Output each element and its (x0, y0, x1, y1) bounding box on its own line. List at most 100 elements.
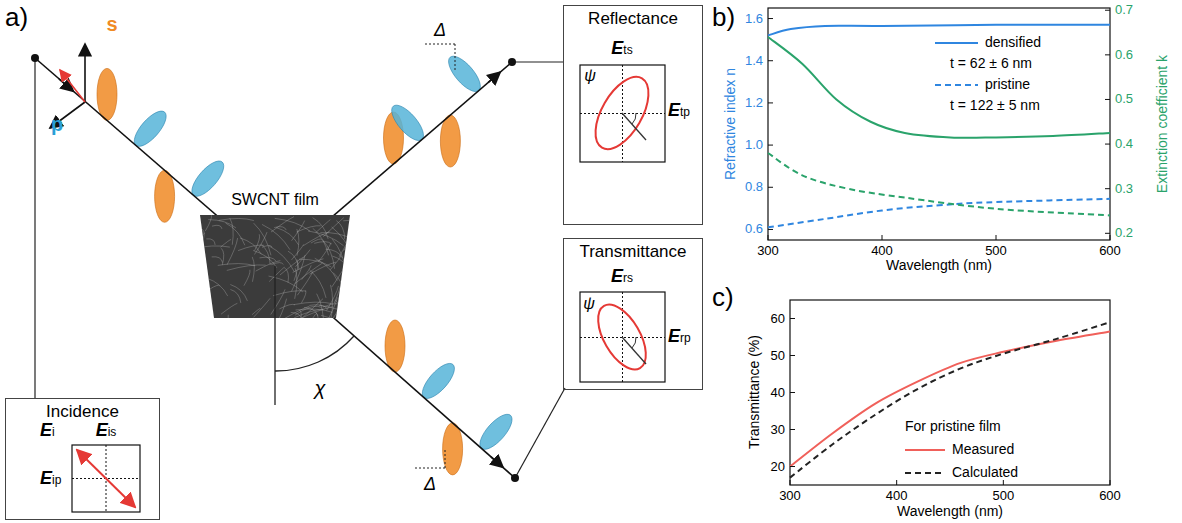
tick-label: 40 (771, 385, 785, 401)
nanotube-stroke (252, 308, 260, 314)
nanotube-stroke (316, 220, 331, 233)
panel-letter: c) (712, 282, 734, 313)
nanotube-stroke (227, 265, 266, 270)
nanotube-stroke (238, 245, 264, 250)
legend-sample (905, 449, 945, 451)
beam-line (35, 58, 275, 266)
tick-mark (790, 355, 795, 356)
nanotube-stroke (253, 250, 277, 267)
nanotube-stroke (344, 238, 350, 251)
tick-label: 0.4 (1115, 136, 1133, 152)
plot-group (768, 8, 1110, 485)
legend-text: Calculated (952, 464, 1018, 481)
nanotube-stroke (303, 232, 329, 246)
tick-mark (1105, 10, 1110, 11)
nanotube-stroke (190, 246, 230, 249)
tick-label: 500 (992, 488, 1014, 504)
nanotube-stroke (301, 291, 305, 303)
legend-text: densified (985, 34, 1041, 51)
nanotube-stroke (291, 312, 303, 320)
nanotube-stroke (294, 259, 298, 280)
inset-square (72, 445, 140, 512)
phase-label: Δ (424, 474, 436, 496)
tick-label: 0.7 (1115, 2, 1133, 18)
tick-label: 300 (757, 243, 779, 259)
box-title: Reflectance (564, 6, 702, 29)
beam-dot (511, 474, 519, 482)
nanotube-stroke (331, 285, 333, 321)
tick-mark (882, 235, 883, 240)
beam-dot (31, 54, 39, 62)
phase-label: Δ (434, 20, 446, 42)
tick-mark (1105, 144, 1110, 145)
legend-text: Measured (952, 441, 1014, 458)
nanotube-stroke (255, 234, 260, 250)
beam-arrow (488, 72, 500, 82)
legend-sample (935, 42, 978, 44)
beam-dot (508, 58, 516, 66)
box-title: Transmittance (564, 239, 702, 262)
tick-mark (768, 235, 769, 240)
legend-note: t = 62 ± 6 nm (950, 55, 1032, 72)
data-curve (790, 322, 1110, 477)
nanotube-stroke (212, 225, 222, 229)
tick-label: 20 (771, 459, 785, 475)
nanotube-stroke (256, 261, 281, 272)
nanotube-stroke (182, 233, 205, 256)
nanotube-stroke (254, 232, 267, 254)
data-curve (768, 25, 1110, 36)
nanotube-stroke (208, 220, 236, 228)
nanotube-stroke (207, 278, 228, 296)
linear-polarization (77, 450, 135, 507)
nanotube-stroke (295, 308, 309, 315)
axis-title: Extinction coefficient k (1154, 55, 1171, 193)
nanotube-stroke (212, 257, 223, 263)
polarization-ellipse (585, 68, 660, 157)
tick-mark (790, 392, 795, 393)
nanotube-stroke (338, 298, 362, 308)
field-label: Erp (668, 326, 691, 348)
nanotube-stroke (323, 304, 341, 307)
tick-mark (1110, 235, 1111, 240)
nanotube-stroke (200, 229, 204, 239)
film-texture (182, 215, 362, 344)
plot-frame (768, 8, 1110, 240)
tick-mark (768, 102, 773, 103)
tick-label: 1.6 (745, 11, 763, 27)
plot-frame (790, 300, 1110, 485)
phase-bracket (425, 44, 455, 70)
nanotube-stroke (298, 314, 315, 336)
box-title: Incidence (6, 399, 159, 422)
tick-mark (1105, 54, 1110, 55)
tick-mark (768, 187, 773, 188)
nanotube-stroke (332, 259, 349, 287)
nanotube-stroke (254, 298, 271, 317)
nanotube-stroke (244, 270, 250, 286)
nanotube-stroke (310, 262, 336, 274)
axis-title: Wavelength (nm) (886, 257, 992, 274)
s-wave-lobe (97, 68, 117, 120)
nanotube-stroke (314, 242, 331, 244)
nanotube-stroke (333, 273, 346, 299)
tick-mark (1105, 99, 1110, 100)
nanotube-stroke (343, 220, 360, 225)
nanotube-stroke (319, 305, 351, 317)
panel-letter: a) (5, 2, 28, 33)
nanotube-stroke (200, 310, 210, 323)
tick-mark (768, 229, 773, 230)
angle-arc (632, 113, 636, 124)
tick-mark (790, 429, 795, 430)
nanotube-stroke (221, 303, 237, 314)
tick-mark (1105, 188, 1110, 189)
angle-label: ψ (584, 66, 596, 85)
tick-label: 600 (1099, 243, 1121, 259)
nanotube-stroke (334, 271, 343, 303)
field-label: Ei (40, 420, 55, 442)
nanotube-stroke (206, 239, 215, 245)
tick-mark (996, 235, 997, 240)
legend-heading: For pristine film (905, 418, 1001, 435)
panel-letter: b) (712, 2, 735, 33)
axis-title: Wavelength (nm) (897, 503, 1003, 519)
nanotube-stroke (274, 306, 309, 325)
tick-label: 600 (1099, 488, 1121, 504)
